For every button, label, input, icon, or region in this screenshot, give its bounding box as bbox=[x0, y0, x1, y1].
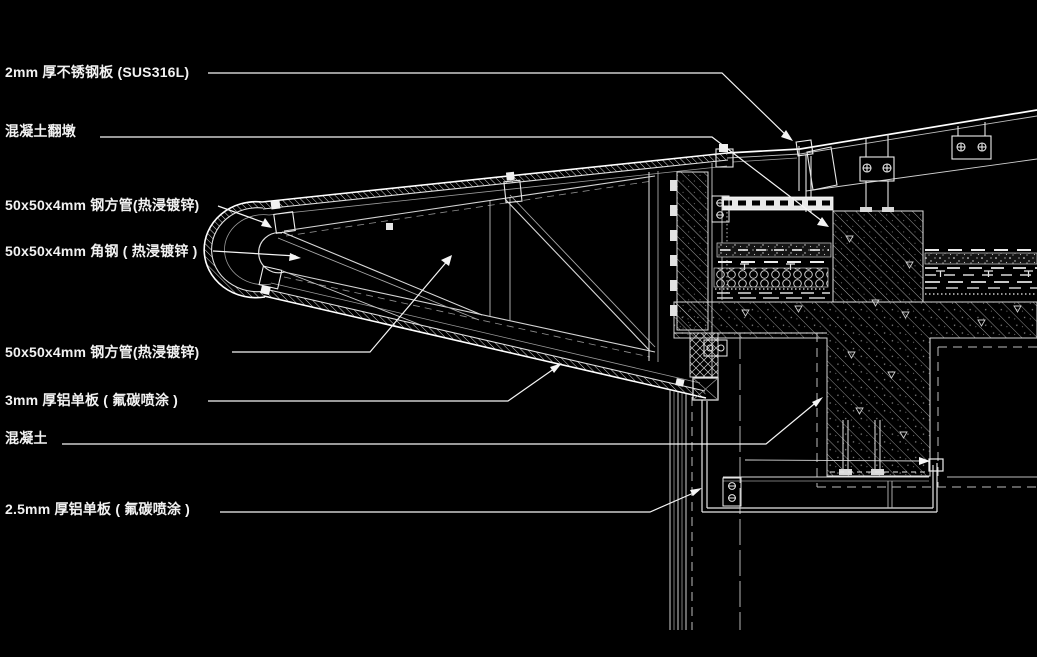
callout-concrete: 混凝土 bbox=[5, 430, 48, 446]
roof-clamp-right bbox=[951, 122, 992, 160]
callout-aluminum-panel-25mm: 2.5mm 厚铝单板 ( 氟碳喷涂 ) bbox=[5, 501, 191, 517]
main-diagonal-1 bbox=[504, 198, 651, 352]
hidden-finish-lines bbox=[816, 333, 1037, 488]
nose-tube-top bbox=[273, 211, 296, 234]
soffit-corner-step bbox=[928, 458, 1037, 478]
top-chord bbox=[283, 175, 656, 232]
leader-aluminum-3mm bbox=[208, 363, 562, 402]
nose-diagonal-b bbox=[282, 270, 422, 326]
leader-steel-angle bbox=[212, 250, 301, 261]
leader-aluminum-25mm bbox=[220, 488, 702, 513]
embedded-anchor-channels bbox=[830, 420, 928, 475]
wall-hatched-strip bbox=[676, 171, 709, 331]
top-skin bbox=[261, 152, 729, 216]
callout-steel-angle: 50x50x4mm 角钢 ( 热浸镀锌 ) bbox=[5, 243, 198, 259]
leader-lines bbox=[62, 72, 930, 513]
skin-clamps bbox=[386, 144, 734, 230]
facade-and-soffit bbox=[669, 333, 1037, 630]
leader-steel-tube-mid bbox=[232, 255, 452, 353]
concrete-soffit-lines bbox=[723, 476, 929, 508]
callout-aluminum-panel-3mm: 3mm 厚铝单板 ( 氟碳喷涂 ) bbox=[5, 392, 178, 408]
nose bbox=[203, 200, 296, 299]
roof-assembly bbox=[713, 109, 1037, 300]
main-diagonal-2 bbox=[509, 194, 656, 348]
soffit-bracket bbox=[722, 477, 742, 507]
leader-stainless-plate bbox=[208, 72, 793, 141]
soffit-corner-arrow bbox=[744, 457, 930, 465]
canopy-truss bbox=[203, 144, 734, 399]
concrete-structure bbox=[673, 210, 1037, 488]
callout-steel-square-tube-nose: 50x50x4mm 钢方管(热浸镀锌) bbox=[5, 197, 200, 213]
roof-buildup-right bbox=[924, 249, 1037, 295]
aluminum-panel-25 bbox=[701, 400, 938, 513]
aggregate-symbols bbox=[741, 235, 1022, 439]
back-wall bbox=[670, 163, 730, 401]
wall-bracket-lower bbox=[703, 339, 728, 357]
wall-cleats bbox=[670, 180, 677, 316]
roof-clamp-on-pier bbox=[859, 134, 895, 212]
callout-stainless-plate: 2mm 厚不锈钢板 (SUS316L) bbox=[5, 64, 190, 80]
callout-steel-square-tube-mid: 50x50x4mm 钢方管(热浸镀锌) bbox=[5, 344, 200, 360]
curtainwall-verticals bbox=[669, 333, 741, 630]
tail-square-tube bbox=[675, 377, 719, 401]
leader-concrete-upstand bbox=[100, 136, 829, 227]
nose-diagonal-a1 bbox=[281, 231, 483, 316]
leader-concrete bbox=[62, 397, 823, 445]
bottom-skin bbox=[263, 282, 707, 399]
leader-steel-tube-nose bbox=[217, 205, 272, 228]
concrete-slab-and-column bbox=[673, 301, 1037, 477]
wall-bracket-upper bbox=[711, 195, 730, 223]
callout-concrete-upstand: 混凝土翻墩 bbox=[5, 123, 76, 139]
roof-buildup-left bbox=[713, 242, 832, 299]
roof-deck-line bbox=[805, 158, 1037, 192]
bottom-chord bbox=[283, 271, 656, 353]
concrete-upstand-pier bbox=[832, 210, 924, 303]
nose-diagonal-a2 bbox=[277, 237, 480, 321]
truss-members bbox=[277, 171, 659, 362]
